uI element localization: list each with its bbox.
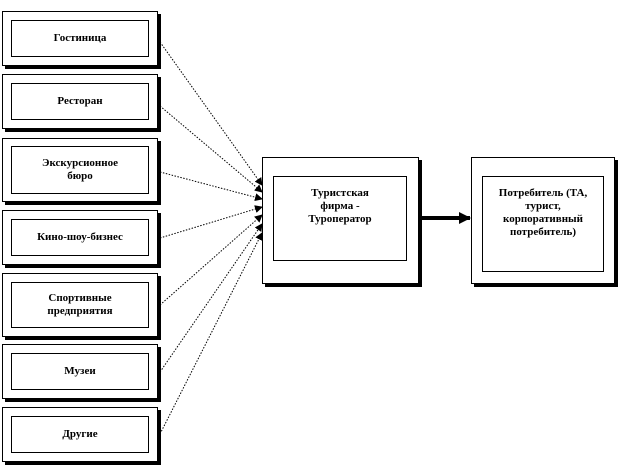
- consumer-box: Потребитель (ТА, турист, корпоративный п…: [471, 157, 615, 284]
- arrow-restaurant: [159, 105, 263, 193]
- source-box-excursion: Экскурсионное бюро: [2, 138, 158, 202]
- source-label: Другие: [62, 428, 98, 440]
- source-box-restaurant: Ресторан: [2, 74, 158, 129]
- arrow-museum: [159, 223, 263, 373]
- arrow-sports: [159, 214, 263, 306]
- source-label: Спортивные предприятия: [47, 292, 113, 317]
- arrow-hotel: [159, 41, 263, 186]
- source-box-other: Другие: [2, 407, 158, 462]
- source-box-hotel: Гостиница: [2, 11, 158, 66]
- source-label: Кино-шоу-бизнес: [37, 231, 123, 243]
- source-label: Экскурсионное бюро: [42, 157, 118, 182]
- arrow-excursion: [159, 171, 263, 202]
- source-box-museum: Музеи: [2, 344, 158, 399]
- source-box-showbiz: Кино-шоу-бизнес: [2, 210, 158, 265]
- source-box-sports: Спортивные предприятия: [2, 273, 158, 337]
- arrow-other: [159, 232, 263, 435]
- arrow-showbiz: [159, 205, 263, 239]
- source-label: Гостиница: [53, 32, 107, 44]
- source-label: Музеи: [64, 365, 96, 377]
- center-label: Туристская фирма - Туроператор: [308, 187, 372, 225]
- consumer-label: Потребитель (ТА, турист, корпоративный п…: [498, 187, 588, 238]
- center-box-tour-operator: Туристская фирма - Туроператор: [262, 157, 419, 284]
- source-label: Ресторан: [57, 95, 103, 107]
